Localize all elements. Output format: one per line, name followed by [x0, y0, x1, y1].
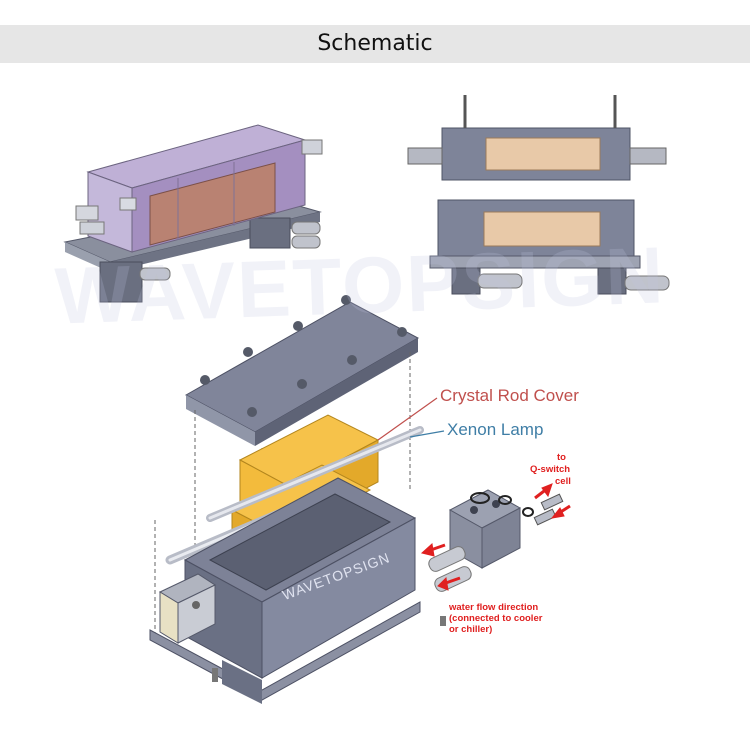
end-fittings-left: [75, 197, 137, 235]
left-end-block: [158, 573, 217, 644]
q-switch-label-line3: cell: [555, 476, 571, 487]
xenon-lamp: [206, 426, 424, 522]
water-flow-label-line1: water flow direction: [449, 602, 539, 613]
xenon-lamp-label: Xenon Lamp: [447, 420, 544, 439]
base-foot-left: [99, 261, 143, 303]
loose-screws: [212, 616, 446, 682]
top-cover-plate: [184, 295, 420, 446]
water-flow-label-line2: (connected to cooler: [449, 613, 543, 624]
main-housing: [149, 477, 421, 704]
fittings-right: [139, 139, 323, 281]
water-connector-block: [448, 489, 564, 569]
water-flow-label: water flow direction (connected to coole…: [449, 602, 542, 635]
page-title: Schematic: [317, 31, 433, 56]
crystal-window: [149, 162, 276, 246]
title-bar: Schematic: [0, 25, 750, 63]
side-view-lower: [429, 199, 670, 295]
side-view-upper: [407, 95, 667, 181]
water-flow-label-line3: or chiller): [449, 624, 493, 635]
flow-arrows: [420, 483, 571, 591]
housing-body: [86, 124, 307, 253]
q-switch-label-line2: Q-switch: [530, 464, 571, 475]
q-switch-label-line1: to: [557, 452, 566, 463]
crystal-rod-cover-label: Crystal Rod Cover: [440, 386, 579, 405]
assembled-pump-chamber-view: [63, 124, 323, 303]
leader-lines: [377, 397, 445, 441]
